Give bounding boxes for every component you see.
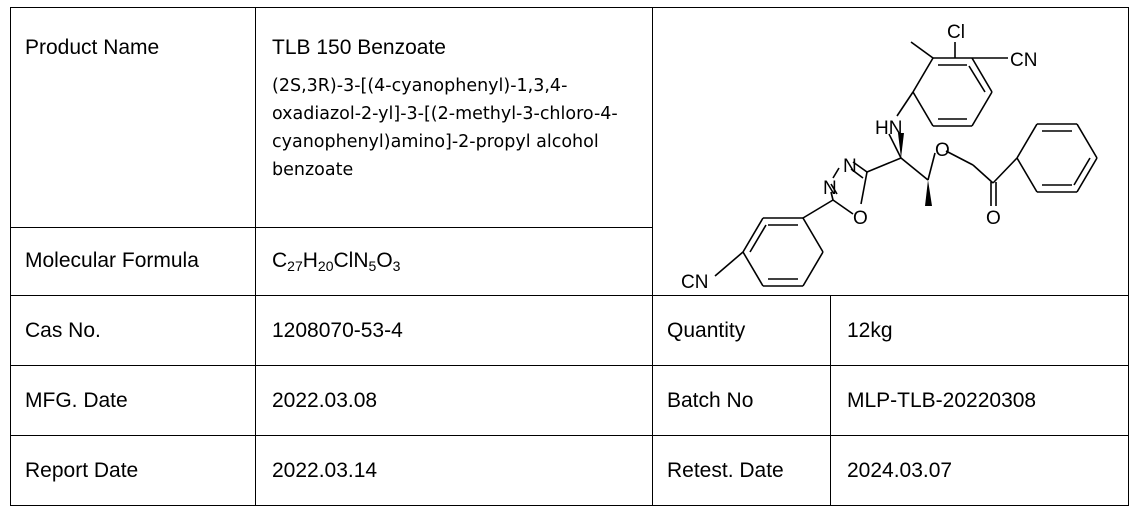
n2-label: N [823,178,837,199]
iupac-name: (2S,3R)-3-[(4-cyanophenyl)-1,3,4-oxadiaz… [272,76,618,180]
chemical-structure: Cl CN HN N N O O O CN [681,22,1098,293]
o-ring-label: O [853,208,868,229]
quantity-value: 12kg [830,295,1129,366]
product-info-table: Product Name TLB 150 Benzoate (2S,3R)-3-… [10,7,1129,506]
product-name: TLB 150 Benzoate [272,36,446,59]
quantity-label: Quantity [652,295,831,366]
molecular-formula: C27H20ClN5O3 [255,226,653,297]
cn-bottom-label: CN [681,272,708,293]
mfg-date-value: 2022.03.08 [255,365,653,436]
molecular-formula-label: Molecular Formula [10,226,256,297]
report-date-label: Report Date [10,435,256,506]
chemical-structure-cell: Cl CN HN N N O O O CN [652,7,1129,296]
cas-label: Cas No. [10,295,256,366]
o-carbonyl-label: O [986,208,1001,229]
retest-date-label: Retest. Date [652,435,831,506]
hn-label: HN [875,118,902,139]
retest-date-value: 2024.03.07 [830,435,1129,506]
o-ester-label: O [935,140,950,161]
product-name-label: Product Name [10,7,256,228]
batch-no-label: Batch No [652,365,831,436]
n1-label: N [843,156,857,177]
report-date-value: 2022.03.14 [255,435,653,506]
mfg-date-label: MFG. Date [10,365,256,436]
cl-label: Cl [947,22,965,43]
batch-no-value: MLP-TLB-20220308 [830,365,1129,436]
cn-top-label: CN [1010,50,1037,71]
cas-value: 1208070-53-4 [255,295,653,366]
product-name-cell: TLB 150 Benzoate (2S,3R)-3-[(4-cyanophen… [255,7,653,228]
